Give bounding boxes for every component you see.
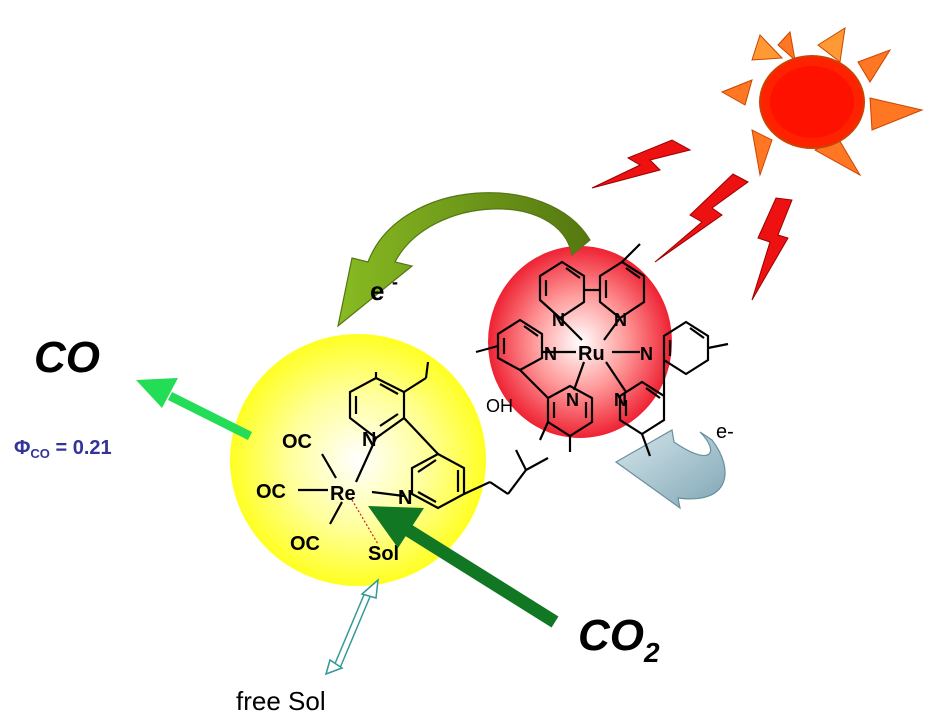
- electron-transfer-arrow: [337, 192, 591, 328]
- ru-trisbipyridine-structure: [475, 243, 729, 457]
- sol-label: Sol: [368, 543, 399, 565]
- re-n-top-label: N: [362, 429, 376, 451]
- re-bipyridine-structure: [298, 361, 549, 525]
- ru-complex-sphere: [488, 246, 672, 438]
- lightning-bolt-icon-1: [591, 139, 692, 189]
- co2-sub: 2: [643, 637, 660, 668]
- electron-donor-arrow: [614, 429, 726, 510]
- co2-main: CO: [578, 611, 644, 660]
- solvent-exchange-arrow: [324, 578, 379, 676]
- co-product-label: CO: [34, 333, 100, 382]
- quantum-yield-label: ΦCO = 0.21: [14, 437, 112, 461]
- ru-n-label-3: N: [544, 344, 557, 364]
- ru-n-label-5: N: [566, 390, 579, 410]
- sun-icon: [720, 26, 924, 177]
- ru-n-label-2: N: [614, 310, 627, 330]
- quantum-yield-phi: Φ: [14, 437, 30, 459]
- oh-fragment-label: OH: [486, 396, 513, 416]
- electron-label-top-sup: -: [392, 272, 398, 292]
- oc-top-label: OC: [282, 431, 312, 453]
- co-release-arrow: [136, 378, 253, 441]
- co2-input-arrow: [368, 506, 559, 628]
- oc-mid-label: OC: [256, 481, 286, 503]
- free-sol-label: free Sol: [236, 686, 326, 716]
- re-n-right-label: N: [398, 487, 412, 509]
- ru-atom-label: Ru: [578, 343, 605, 365]
- re-sol-weak-bond: [351, 499, 379, 545]
- quantum-yield-value: = 0.21: [50, 437, 112, 459]
- re-complex-sphere: [230, 334, 486, 586]
- electron-label-top: e: [370, 276, 384, 306]
- ru-n-label-6: N: [614, 390, 627, 410]
- lightning-bolt-icon-3: [751, 197, 793, 301]
- oc-bottom-label: OC: [290, 533, 320, 555]
- ru-n-label-1: N: [552, 310, 565, 330]
- co2-reactant-label: CO2: [578, 611, 660, 668]
- lightning-bolt-icon-2: [654, 173, 749, 263]
- re-atom-label: Re: [330, 483, 356, 505]
- ru-n-label-4: N: [640, 344, 653, 364]
- quantum-yield-sub: CO: [30, 446, 50, 461]
- electron-label-right: e-: [716, 421, 734, 443]
